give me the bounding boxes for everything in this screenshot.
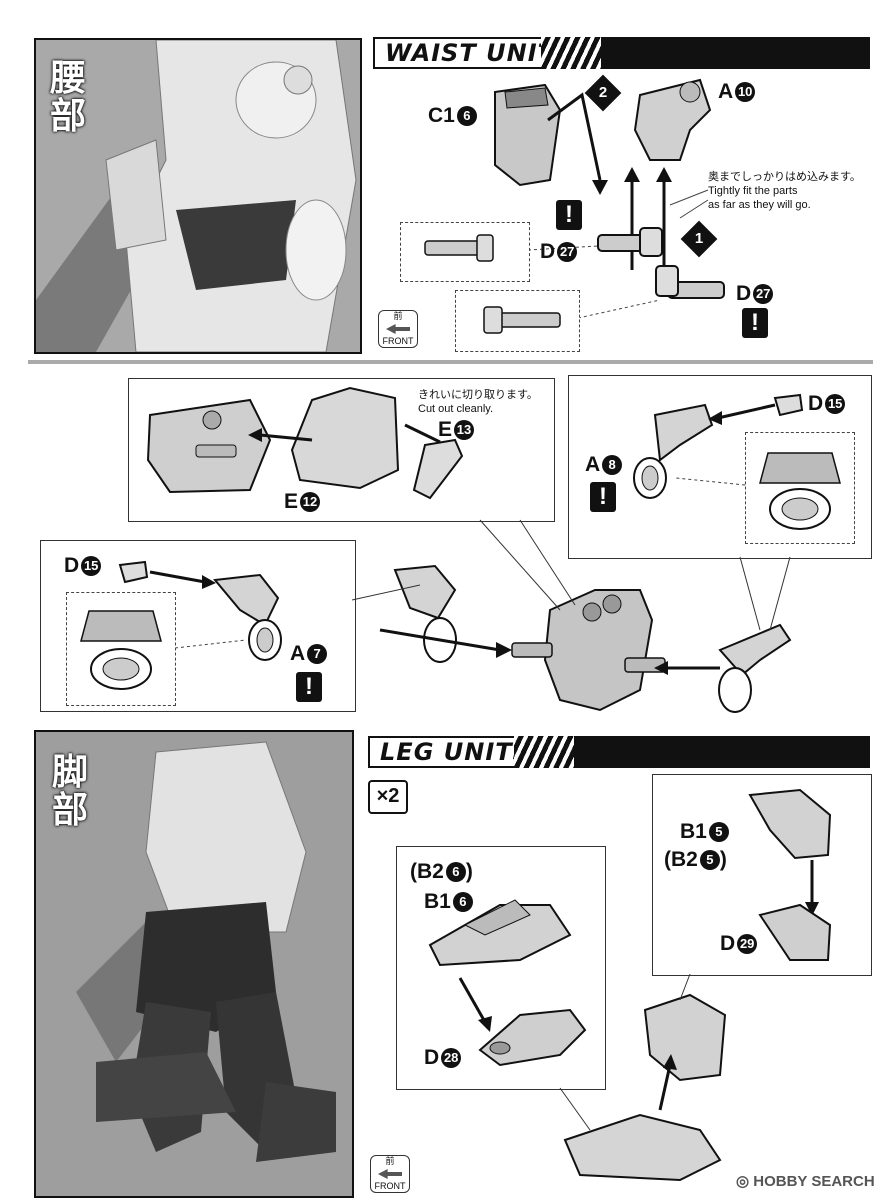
leg-panel-right (652, 774, 872, 976)
quantity-badge: ×2 (368, 780, 408, 814)
leg-kanji: 脚部 (51, 751, 88, 831)
step-2-marker: 2 (584, 74, 622, 112)
leg-photo-art (36, 732, 352, 1196)
detail-box-d27a (400, 222, 530, 282)
front-arrow-icon (386, 324, 410, 334)
waist-title-bar: WAIST UNIT (373, 37, 870, 69)
detail-box-d27b (455, 290, 580, 352)
step-1-marker: 1 (680, 220, 718, 258)
hobby-search-logo-icon: ◎ (736, 1173, 754, 1190)
leg-photo: 脚部 (34, 730, 354, 1198)
caution-icon-d27a: ! (556, 200, 582, 230)
waist-photo: 腰部 (34, 38, 362, 354)
waist-kanji: 腰部 (49, 57, 86, 137)
detail-art-d27b (483, 306, 561, 334)
caution-icon-a7: ! (296, 672, 322, 702)
waist-fit-note: 奥までしっかりはめ込みます。 Tightly fit the parts as … (708, 171, 861, 211)
front-indicator-leg: 前 FRONT (370, 1155, 410, 1193)
watermark: ◎ HOBBY SEARCH (736, 1173, 875, 1190)
leg-title-bar: LEG UNITS (368, 736, 870, 768)
detail-box-a8 (745, 432, 855, 544)
front-arrow-icon (378, 1169, 402, 1179)
front-indicator-waist: 前 FRONT (378, 310, 418, 348)
waist-title-stripes (541, 37, 601, 69)
cut-note: きれいに切り取ります。 Cut out cleanly. (418, 389, 538, 415)
detail-art-a7 (80, 610, 162, 690)
detail-art-a8 (759, 452, 841, 530)
detail-art-d27a (424, 234, 494, 262)
detail-box-a7 (66, 592, 176, 706)
leg-title-stripes (514, 736, 574, 768)
caution-icon-d27b: ! (742, 308, 768, 338)
section-divider (28, 360, 873, 364)
caution-icon-a8: ! (590, 482, 616, 512)
waist-photo-art (36, 40, 360, 352)
